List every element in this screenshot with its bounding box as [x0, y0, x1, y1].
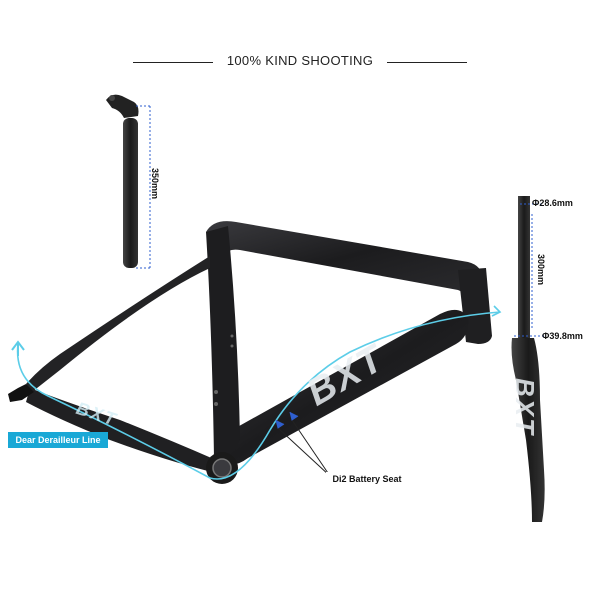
fork-brand: BXT [510, 378, 540, 436]
battery-seat-label: Di2 Battery Seat [326, 472, 408, 486]
top-tube [206, 221, 483, 294]
cable-arrow-end-icon [491, 305, 502, 317]
heading-title: 100% KIND SHOOTING [226, 53, 374, 68]
chain-stay [26, 388, 220, 474]
heading-rule-left [133, 62, 213, 63]
cable-arrow-icon [11, 340, 25, 356]
seatpost-tube [123, 118, 138, 268]
fork [511, 196, 545, 522]
fork-steerer-length-label: 300mm [536, 254, 546, 286]
seatpost [106, 94, 139, 268]
fork-bottom-diameter-label: Φ39.8mm [542, 331, 583, 341]
battery-leader-line [277, 427, 331, 477]
fork-dimension [514, 203, 544, 337]
fork-steerer [518, 196, 530, 338]
fork-blade [511, 338, 545, 522]
seat-tube [206, 226, 240, 462]
derailleur-line-label: Dear Derailleur Line [8, 432, 108, 448]
heading: 100% KIND SHOOTING [0, 52, 600, 72]
fork-top-diameter-label: Φ28.6mm [532, 198, 573, 208]
derailleur-cable-line [16, 311, 501, 480]
seatpost-bolt-icon [109, 95, 115, 101]
seatpost-dimension [136, 105, 152, 269]
seatpost-length-label: 350mm [150, 168, 160, 200]
seatpost-clamp [106, 94, 139, 118]
heading-rule-right [387, 62, 467, 63]
rear-dropout [8, 384, 34, 402]
seat-stay [26, 256, 210, 392]
